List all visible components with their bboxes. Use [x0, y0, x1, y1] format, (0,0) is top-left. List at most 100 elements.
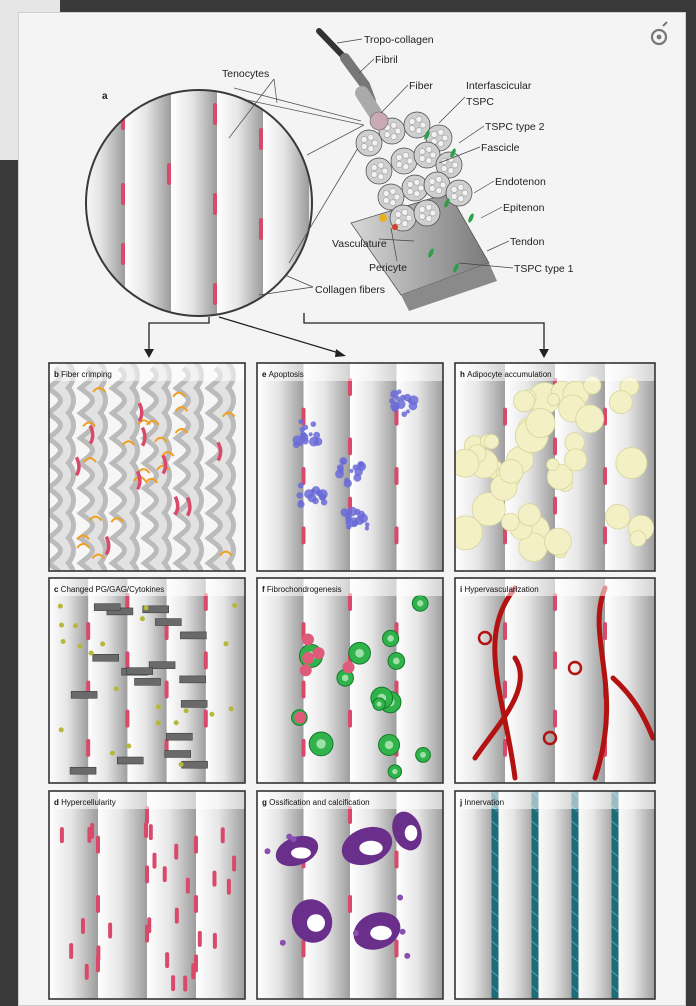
extra-tenocyte: [165, 952, 169, 968]
panel-c: c Changed PG/GAG/Cytokines: [49, 578, 246, 783]
cytokine: [140, 616, 145, 621]
apoptotic-body: [314, 437, 322, 445]
tenocyte: [553, 497, 557, 515]
panel-c-title: c Changed PG/GAG/Cytokines: [54, 585, 164, 594]
tenocyte: [121, 183, 125, 205]
panel-h-title: h Adipocyte accumulation: [460, 370, 552, 379]
zoom-circle: [79, 83, 312, 323]
cytokine: [100, 641, 105, 646]
panel-g-title: g Ossification and calcification: [262, 798, 370, 807]
panel-d-title: d Hypercellularity: [54, 798, 116, 807]
cytokine: [174, 720, 179, 725]
cytokine: [61, 639, 66, 644]
extra-tenocyte: [171, 975, 175, 991]
cytokine: [156, 721, 161, 726]
cytokine: [58, 604, 63, 609]
cytokine: [144, 605, 149, 610]
proteoglycan: [166, 733, 192, 740]
arrow-heads: [144, 349, 549, 358]
tenocyte: [125, 651, 129, 669]
tenocyte: [302, 940, 306, 958]
panel-b-title: b Fiber crimping: [54, 370, 112, 379]
apoptotic-body: [313, 432, 320, 439]
adipocyte: [609, 391, 632, 414]
tenocyte: [213, 193, 217, 215]
tenocyte: [348, 895, 352, 913]
proteoglycan: [180, 632, 206, 639]
label-fibril: Fibril: [375, 54, 398, 66]
adipocyte: [576, 405, 604, 433]
adipocyte: [499, 460, 523, 484]
apoptotic-body: [321, 499, 327, 505]
label-fascicle: Fascicle: [481, 142, 520, 154]
apoptotic-body: [316, 490, 323, 497]
extra-tenocyte: [108, 923, 112, 939]
cytokine: [59, 623, 64, 628]
tenocyte: [86, 622, 90, 640]
tenocyte: [204, 710, 208, 728]
extra-tenocyte: [144, 822, 148, 838]
tenocyte: [395, 526, 399, 544]
panel-j: j Innervation: [455, 791, 656, 999]
extra-tenocyte: [69, 943, 73, 959]
apoptotic-body: [312, 498, 319, 505]
tenocyte: [395, 467, 399, 485]
cytokine: [179, 762, 184, 767]
adipocyte: [616, 448, 647, 479]
tenocyte: [121, 243, 125, 265]
adipocyte: [630, 531, 646, 547]
cytokine: [114, 686, 119, 691]
tenocyte: [194, 895, 198, 913]
apoptotic-body: [340, 508, 348, 516]
tenocyte: [259, 128, 263, 150]
apoptotic-body: [390, 401, 399, 410]
panel-grid: b Fiber crimping e Apoptosis h Adipocyte a…: [49, 363, 656, 999]
proteoglycan: [94, 604, 120, 611]
apoptotic-body: [293, 435, 302, 444]
adipocyte: [547, 459, 559, 471]
label-fiber: Fiber: [409, 80, 433, 92]
cytokine: [77, 644, 82, 649]
panel-e: e Apoptosis: [257, 363, 444, 571]
adipocyte: [518, 504, 540, 526]
proteoglycan: [117, 757, 143, 764]
proteoglycan: [93, 654, 119, 661]
extra-tenocyte: [175, 908, 179, 924]
proteoglycan: [70, 767, 96, 774]
proteoglycan: [180, 676, 206, 683]
label-collagen-fibers: Collagen fibers: [315, 284, 385, 296]
proteoglycan: [155, 619, 181, 626]
panel-i-title: i Hypervascularization: [460, 585, 539, 594]
panel-g: g Ossification and calcification: [257, 791, 444, 999]
cytokine: [223, 641, 228, 646]
tspc-cell: [467, 213, 475, 224]
label-endotenon: Endotenon: [495, 176, 546, 188]
label-tropocollagen: Tropo-collagen: [364, 34, 434, 46]
cytokine: [156, 704, 161, 709]
extra-tenocyte: [186, 878, 190, 894]
label-vasculature: Vasculature: [332, 238, 387, 250]
cytokine: [89, 651, 94, 656]
adipocyte: [605, 504, 630, 529]
tenocyte: [302, 467, 306, 485]
extra-tenocyte: [163, 866, 167, 882]
proteoglycan: [135, 678, 161, 685]
extra-tenocyte: [213, 933, 217, 949]
cytokine: [232, 603, 237, 608]
tenocyte: [553, 710, 557, 728]
label-pericyte: Pericyte: [369, 262, 407, 274]
cytokine: [209, 712, 214, 717]
tendon-pathology-figure: a Tropo-collagen Fibril Tenocytes Fiber …: [19, 13, 685, 1005]
cytokine: [59, 727, 64, 732]
tenocyte: [603, 526, 607, 544]
adipocyte: [484, 434, 498, 448]
apoptotic-body: [339, 457, 347, 465]
proteoglycan: [181, 700, 207, 707]
extra-tenocyte: [174, 844, 178, 860]
extra-tenocyte: [85, 964, 89, 980]
apoptotic-body: [339, 468, 344, 473]
tenocyte: [553, 437, 557, 455]
tenocyte: [86, 739, 90, 757]
tenocyte: [603, 622, 607, 640]
settings-icon[interactable]: [652, 22, 667, 44]
